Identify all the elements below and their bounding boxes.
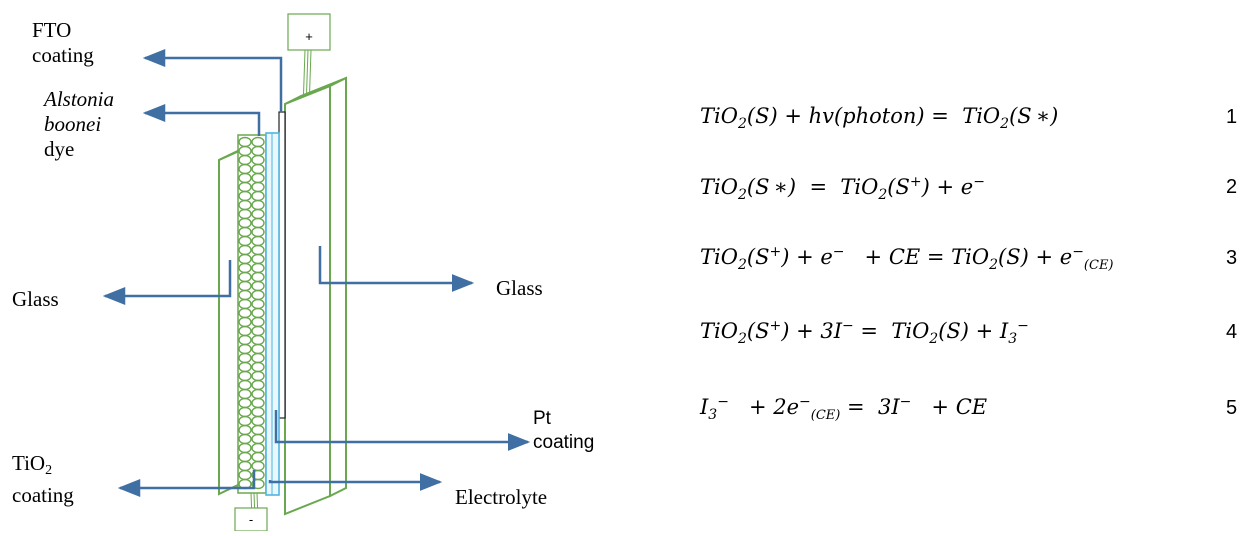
equation-5-number: 5 — [1226, 397, 1238, 419]
equation-5: I3− + 2e−(CE) = 3I− + CE — [700, 394, 988, 424]
electrolyte-arrow — [268, 473, 443, 491]
dye-label-line2: boonei — [44, 112, 102, 136]
equation-3-number: 3 — [1226, 247, 1238, 269]
pt-arrow — [274, 410, 531, 451]
equation-2-number: 2 — [1226, 176, 1238, 198]
equation-4: TiO2(S+) + 3I− = TiO2(S) + I3− — [700, 318, 1029, 348]
right-glass — [284, 76, 347, 516]
dye-label-line3: dye — [44, 137, 75, 161]
equation-1: TiO2(S) + hv(photon) = TiO2(S ∗) — [700, 104, 1059, 133]
fto-label-line1: FTO — [32, 18, 72, 42]
equation-4-number: 4 — [1226, 321, 1238, 343]
glass-right-arrow — [318, 246, 475, 292]
pt-label-line1: Pt — [533, 408, 551, 429]
tio2-label-main: TiO — [12, 451, 46, 475]
fto-label-line2: coating — [32, 43, 94, 67]
fto-strip — [278, 111, 286, 419]
dssc-diagram: + - FTO coating Alstonia boonei dye Glas… — [12, 13, 594, 532]
electrolyte-label: Electrolyte — [455, 485, 548, 509]
tio2-bead — [251, 478, 265, 490]
pt-label: Pt coating — [533, 407, 594, 455]
tio2-arrow — [117, 470, 256, 497]
glass-left-label: Glass — [12, 287, 59, 311]
equation-2: TiO2(S ∗) = TiO2(S+) + e− — [700, 174, 985, 204]
glass-left-arrow — [102, 260, 232, 305]
glass-right-label: Glass — [496, 276, 543, 300]
terminal-minus-sign: - — [249, 512, 253, 527]
dye-label-line1: Alstonia — [44, 87, 115, 111]
dye-arrow — [142, 104, 261, 136]
dye-label: Alstonia boonei dye — [44, 87, 114, 162]
cell-schematic: + - — [102, 13, 531, 532]
terminal-plus-sign: + — [305, 29, 313, 44]
equation-1-number: 1 — [1226, 106, 1238, 128]
tio2-label-sub: 2 — [45, 463, 53, 478]
fto-arrow — [142, 49, 283, 112]
fto-label: FTO coating — [32, 18, 94, 68]
pt-label-line2: coating — [533, 432, 595, 453]
equation-3: TiO2(S+) + e− + CE = TiO2(S) + e−(CE) — [700, 244, 1114, 274]
tio2-dye-layer — [237, 134, 267, 494]
tio2-label-line2: coating — [12, 483, 74, 507]
tio2-label: TiO2 coating — [12, 451, 74, 508]
